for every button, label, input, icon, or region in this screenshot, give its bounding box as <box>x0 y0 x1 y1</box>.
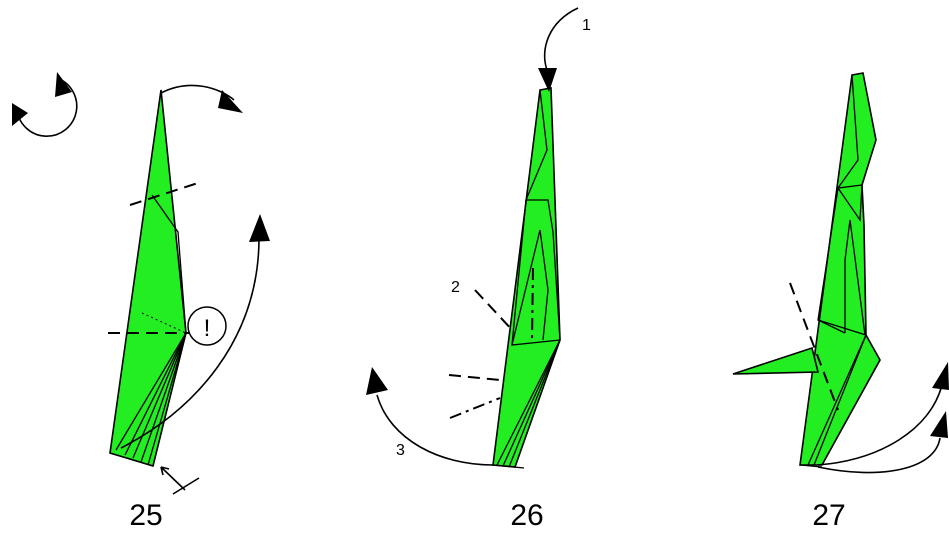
sub-step-label: 3 <box>396 442 405 459</box>
step-26: 1 2 3 26 <box>366 7 591 532</box>
valley-fold-line <box>789 282 839 411</box>
step-27-model <box>732 72 881 468</box>
valley-fold-line <box>129 182 199 206</box>
sub-step-label: 1 <box>582 17 591 34</box>
step-26-model <box>492 87 561 469</box>
caution-label: ! <box>204 315 211 342</box>
mountain-fold-line <box>449 397 501 419</box>
fold-arrow-icon <box>366 367 494 466</box>
step-25-model <box>109 89 187 468</box>
step-25: ! 25 <box>12 72 270 532</box>
fold-arrow-icon <box>538 7 579 92</box>
step-27-number: 27 <box>812 499 845 532</box>
mountain-fold-line <box>531 267 534 341</box>
valley-fold-line <box>448 374 501 381</box>
push-arrow-icon <box>160 466 200 495</box>
step-26-number: 26 <box>510 499 543 532</box>
fold-arrow-icon <box>160 84 243 113</box>
fold-arrow-icon <box>817 362 949 466</box>
valley-fold-line <box>474 289 515 333</box>
sub-step-label: 2 <box>451 279 460 296</box>
turn-over-icon <box>12 72 78 137</box>
fold-arrow-icon <box>817 411 948 474</box>
caution-mark: ! <box>187 306 227 346</box>
fold-arrow-icon <box>120 214 270 449</box>
step-25-number: 25 <box>129 499 162 532</box>
step-27: 27 <box>732 72 949 532</box>
